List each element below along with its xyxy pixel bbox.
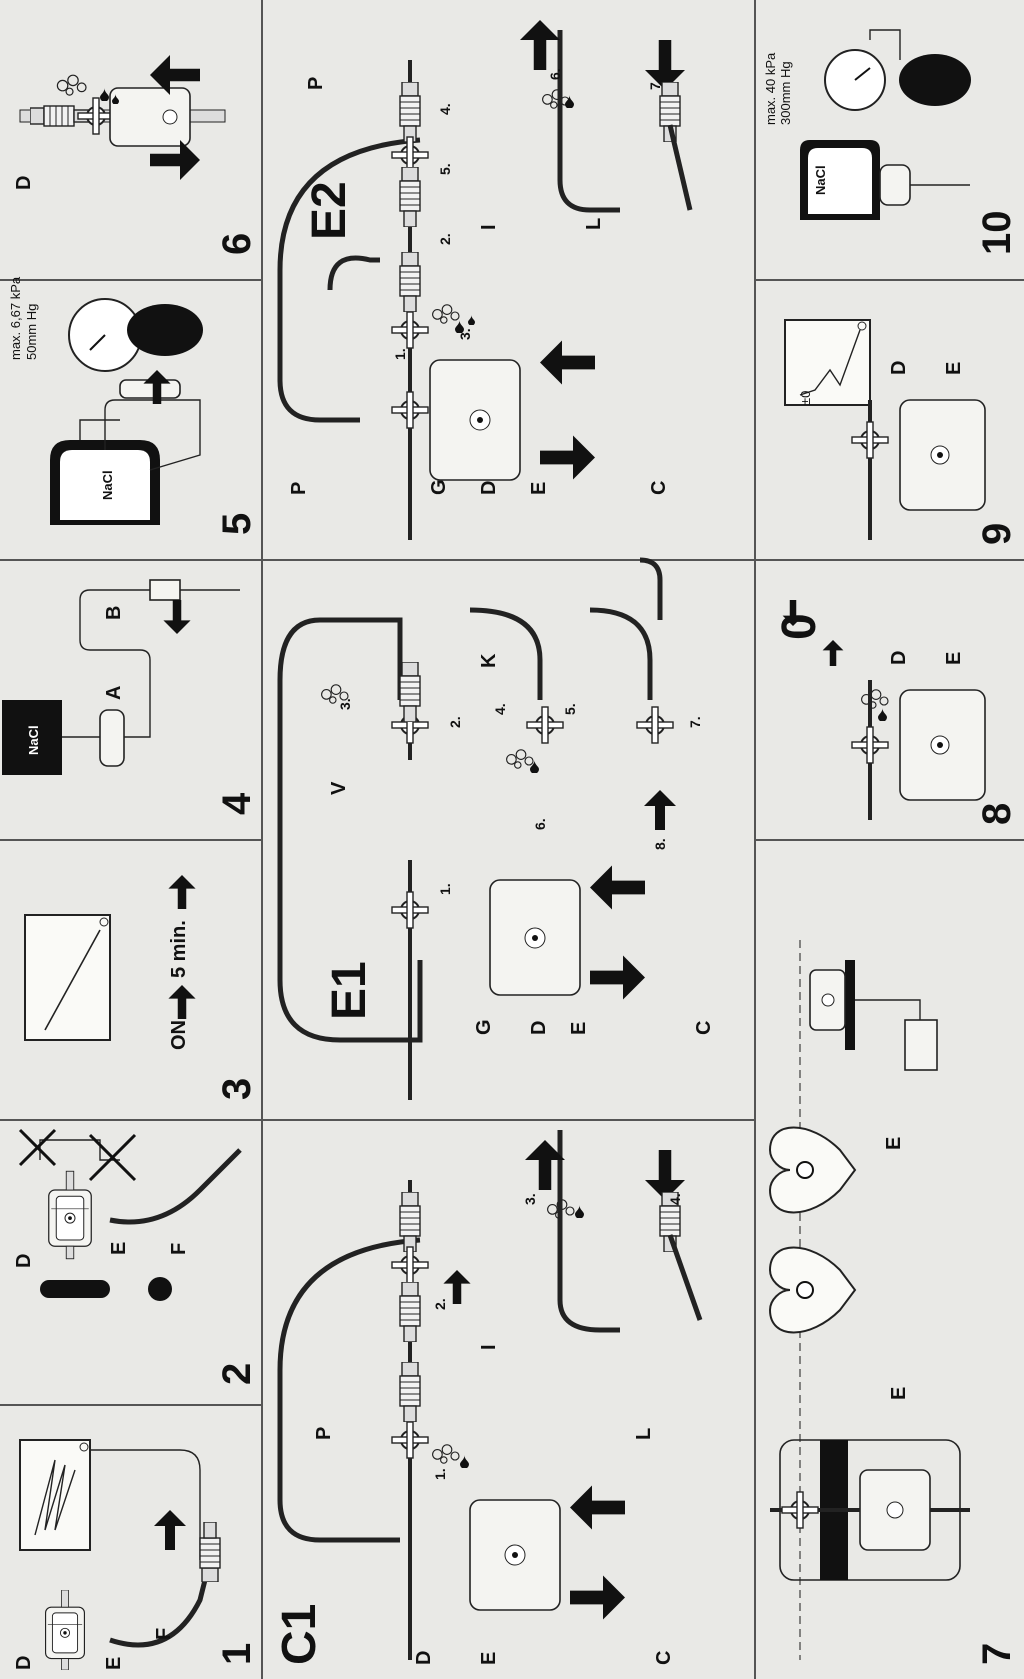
panel-9-label-e: E <box>943 362 965 375</box>
panel-5-number: 5 <box>215 513 259 535</box>
panel-e2-label-g: G <box>428 479 450 495</box>
panel-7-label-e2: E <box>888 1387 910 1400</box>
panel-c1-label-d: D <box>413 1651 435 1665</box>
panel-e2-step-4: 4. <box>437 103 453 115</box>
panel-9: ±0 D E 9 <box>784 319 1019 545</box>
panel-5-pressure-hg: 50mm Hg <box>24 304 39 360</box>
panel-e1-step-6: 6. <box>532 818 548 830</box>
panel-8-number: 8 <box>975 803 1019 825</box>
panel-5-pressure-kpa: max. 6,67 kPa <box>8 276 23 360</box>
panel-e2-step-5: 5. <box>437 163 453 175</box>
panel-2-label-d: D <box>13 1254 35 1268</box>
panel-e2: E2 P I L P G D E C 1. 2. 3. 4. 5. 6. 7. <box>277 20 693 540</box>
panel-c1-label-l: L <box>633 1428 655 1440</box>
panel-c1-label-e: E <box>478 1652 500 1665</box>
panel-e1-step-7: 7. <box>687 716 703 728</box>
panel-1: D E F 1 <box>13 1439 259 1670</box>
panel-e1-label-e: E <box>568 1022 590 1035</box>
panel-7-label-e1: E <box>883 1137 905 1150</box>
panel-c1-step-2: 2. <box>432 1298 448 1310</box>
panel-e1-step-2: 2. <box>447 716 463 728</box>
panel-9-monitor-label: ±0 <box>798 391 813 405</box>
panel-e1-title: E1 <box>323 961 376 1020</box>
panel-1-number: 1 <box>215 1643 259 1665</box>
panel-e1: E1 V K G D E C 1. 2. 3. 4. 5. 6. 7. 8. <box>277 557 715 1100</box>
panel-7: E E 7 <box>768 940 1019 1665</box>
panel-e1-label-d: D <box>528 1021 550 1035</box>
panel-10: NaCl max. 40 kPa 300mm Hg 10 <box>763 29 1019 256</box>
panel-2-label-e: E <box>108 1242 130 1255</box>
panel-4: NaCl A B 4 <box>2 579 259 815</box>
panel-c1-step-3: 3. <box>522 1193 538 1205</box>
panel-e2-label-p1: P <box>288 482 310 495</box>
panel-10-pressure-hg: 300mm Hg <box>778 61 793 125</box>
panel-e2-label-d: D <box>478 481 500 495</box>
panel-c1-step-1: 1. <box>432 1468 448 1480</box>
panel-e1-step-4: 4. <box>492 703 508 715</box>
panel-4-number: 4 <box>215 792 259 815</box>
exclamation-icon <box>40 1280 110 1298</box>
panel-3-time-text: 5 min. <box>168 920 190 978</box>
panel-e2-title: E2 <box>303 181 356 240</box>
panel-e2-step-1: 1. <box>392 348 408 360</box>
panel-c1-title: C1 <box>273 1604 326 1665</box>
panel-e1-step-5: 5. <box>562 703 578 715</box>
panel-c1-label-p: P <box>313 1427 335 1440</box>
panel-c1-label-c: C <box>653 1651 675 1665</box>
panel-6: D 6 <box>13 55 259 255</box>
panel-1-label-d: D <box>13 1656 35 1670</box>
panel-8-label-e: E <box>943 652 965 665</box>
panel-c1: C1 P I L D E C 1. 2. 3. 4. <box>273 1130 703 1665</box>
panel-3-number: 3 <box>215 1078 259 1100</box>
panel-9-number: 9 <box>975 523 1019 545</box>
panel-9-label-d: D <box>888 361 910 375</box>
panel-e2-label-c: C <box>648 481 670 495</box>
panel-e2-label-e: E <box>528 482 550 495</box>
panel-3: ON 5 min. 3 <box>24 875 259 1100</box>
panel-e1-label-g: G <box>473 1019 495 1035</box>
panel-e2-label-i: I <box>478 224 500 230</box>
panel-8: 0 D E 8 <box>773 600 1019 825</box>
panel-2-number: 2 <box>215 1363 259 1385</box>
panel-5-bag-label: NaCl <box>100 470 115 500</box>
panel-8-label-d: D <box>888 651 910 665</box>
heart-icon <box>768 1246 857 1334</box>
monitor-icon <box>784 319 871 406</box>
panel-e1-label-v: V <box>328 781 350 795</box>
panel-4-label-a: A <box>103 686 125 700</box>
panel-3-on-text: ON <box>168 1020 190 1050</box>
panel-10-number: 10 <box>975 211 1019 256</box>
panel-c1-label-i: I <box>478 1344 500 1350</box>
panel-e1-step-1: 1. <box>437 883 453 895</box>
panel-e1-label-k: K <box>478 653 500 668</box>
panel-e2-label-l: L <box>583 218 605 230</box>
panel-6-label-d: D <box>13 176 35 190</box>
panel-10-pressure-kpa: max. 40 kPa <box>763 52 778 125</box>
panel-5: NaCl max. 6,67 kPa 50mm Hg 5 <box>8 276 259 535</box>
panel-6-number: 6 <box>215 233 259 255</box>
panel-e2-step-3: 3. <box>457 328 473 340</box>
panel-4-bag-label: NaCl <box>26 725 41 755</box>
panel-4-label-b: B <box>103 606 125 620</box>
panel-1-label-f: F <box>153 1628 175 1640</box>
panel-e1-step-3: 3. <box>337 698 353 710</box>
panel-2-label-f: F <box>168 1243 190 1255</box>
panel-1-label-e: E <box>103 1657 125 1670</box>
panel-7-number: 7 <box>975 1643 1019 1665</box>
panel-e2-step-2: 2. <box>437 233 453 245</box>
panel-e2-step-6: 6. <box>547 68 563 80</box>
heart-icon <box>768 1126 857 1214</box>
panel-e1-label-c: C <box>693 1021 715 1035</box>
panel-e2-step-7: 7. <box>647 78 663 90</box>
panel-c1-step-4: 4. <box>667 1193 683 1205</box>
panel-10-bag-label: NaCl <box>813 165 828 195</box>
panel-e2-label-p2: P <box>305 77 327 90</box>
panel-2: D E F 2 <box>13 1128 259 1385</box>
panel-e1-step-8: 8. <box>652 838 668 850</box>
